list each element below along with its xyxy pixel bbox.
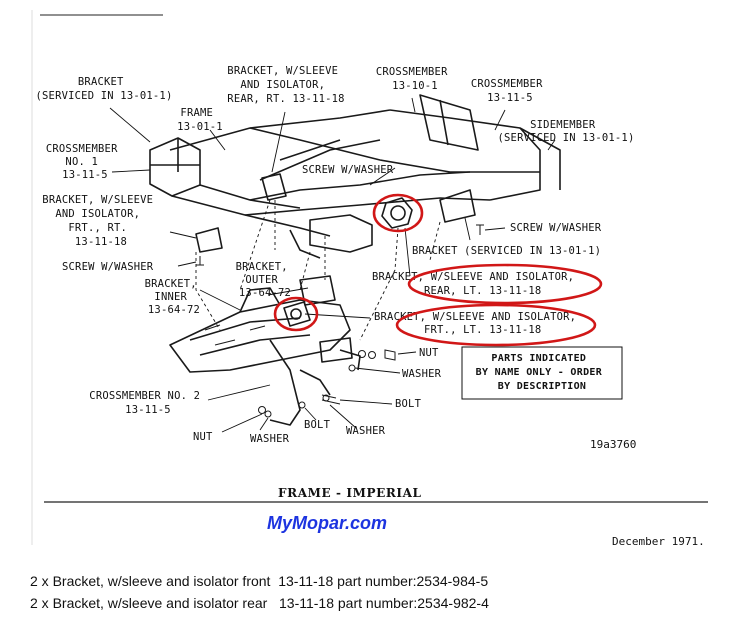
figure-code: 19a3760 (590, 438, 636, 451)
label-bracket-inner: BRACKET, INNER 13-64-72 (145, 278, 204, 316)
svg-text:PARTS INDICATED BY NAME: PARTS INDICATED BY NAME ONLY - ORDER BY … (476, 353, 609, 392)
label-crossmember-13-11-5: CROSSMEMBER 13-11-5 (471, 78, 549, 104)
label-washer-right: WASHER (402, 368, 442, 380)
label-bracket-sleeve-rear-rt: BRACKET, W/SLEEVE AND ISOLATOR, REAR, RT… (227, 65, 344, 105)
label-bracket-outer: BRACKET, OUTER 13-64-72 (236, 261, 295, 299)
note-front: 2 x Bracket, w/sleeve and isolator front… (30, 573, 489, 589)
label-nut-right: NUT (419, 347, 439, 359)
label-washer-bottom-right: WASHER (346, 425, 386, 437)
highlight-isolator-top (372, 193, 424, 233)
label-crossmember-13-10-1: CROSSMEMBER 13-10-1 (376, 66, 454, 92)
figure-caption: FRAME - IMPERIAL (278, 486, 422, 500)
leader-lines (109, 97, 556, 433)
label-bracket-serviced-right: BRACKET (SERVICED IN 13-01-1) (412, 245, 601, 257)
highlight-isolator-bottom (273, 296, 319, 332)
part-number-notes: 2 x Bracket, w/sleeve and isolator front… (30, 570, 730, 614)
publication-date: December 1971. (612, 535, 705, 548)
label-bolt-right: BOLT (395, 398, 422, 410)
label-washer-bottom: WASHER (250, 433, 290, 445)
label-crossmember-no1: CROSSMEMBER NO. 1 13-11-5 (46, 143, 124, 181)
frame-drawing (149, 94, 561, 426)
label-screw-washer-top: SCREW W/WASHER (302, 164, 394, 176)
label-screw-washer-left: SCREW W/WASHER (62, 261, 154, 273)
part-labels: BRACKET (SERVICED IN 13-01-1) FRAME 13-0… (36, 65, 635, 445)
label-bracket-serviced-top: BRACKET (SERVICED IN 13-01-1) (36, 76, 173, 102)
label-crossmember-no2: CROSSMEMBER NO. 2 13-11-5 (89, 390, 206, 416)
mymopar-watermark: MyMopar.com (267, 513, 387, 533)
label-nut-bottom: NUT (193, 431, 213, 443)
label-screw-washer-right: SCREW W/WASHER (510, 222, 602, 234)
highlight-rear-lt-label (407, 263, 603, 305)
label-bolt-bottom: BOLT (304, 419, 331, 431)
parts-indicated-box: PARTS INDICATED BY NAME ONLY - ORDER BY … (461, 346, 623, 400)
label-bracket-sleeve-frt-lt: BRACKET, W/SLEEVE AND ISOLATOR, FRT., LT… (374, 311, 583, 336)
label-sidemember: SIDEMEMBER (SERVICED IN 13-01-1) (498, 119, 635, 144)
label-frame: FRAME 13-01-1 (177, 107, 223, 133)
highlight-frt-lt-label (395, 303, 597, 347)
highlight-marks (273, 193, 603, 347)
label-bracket-sleeve-frt-rt: BRACKET, W/SLEEVE AND ISOLATOR, FRT., RT… (42, 194, 159, 248)
note-rear: 2 x Bracket, w/sleeve and isolator rear … (30, 595, 489, 611)
frame-diagram: BRACKET (SERVICED IN 13-01-1) FRAME 13-0… (31, 10, 708, 548)
label-bracket-sleeve-rear-lt: BRACKET, W/SLEEVE AND ISOLATOR, REAR, LT… (372, 271, 581, 297)
